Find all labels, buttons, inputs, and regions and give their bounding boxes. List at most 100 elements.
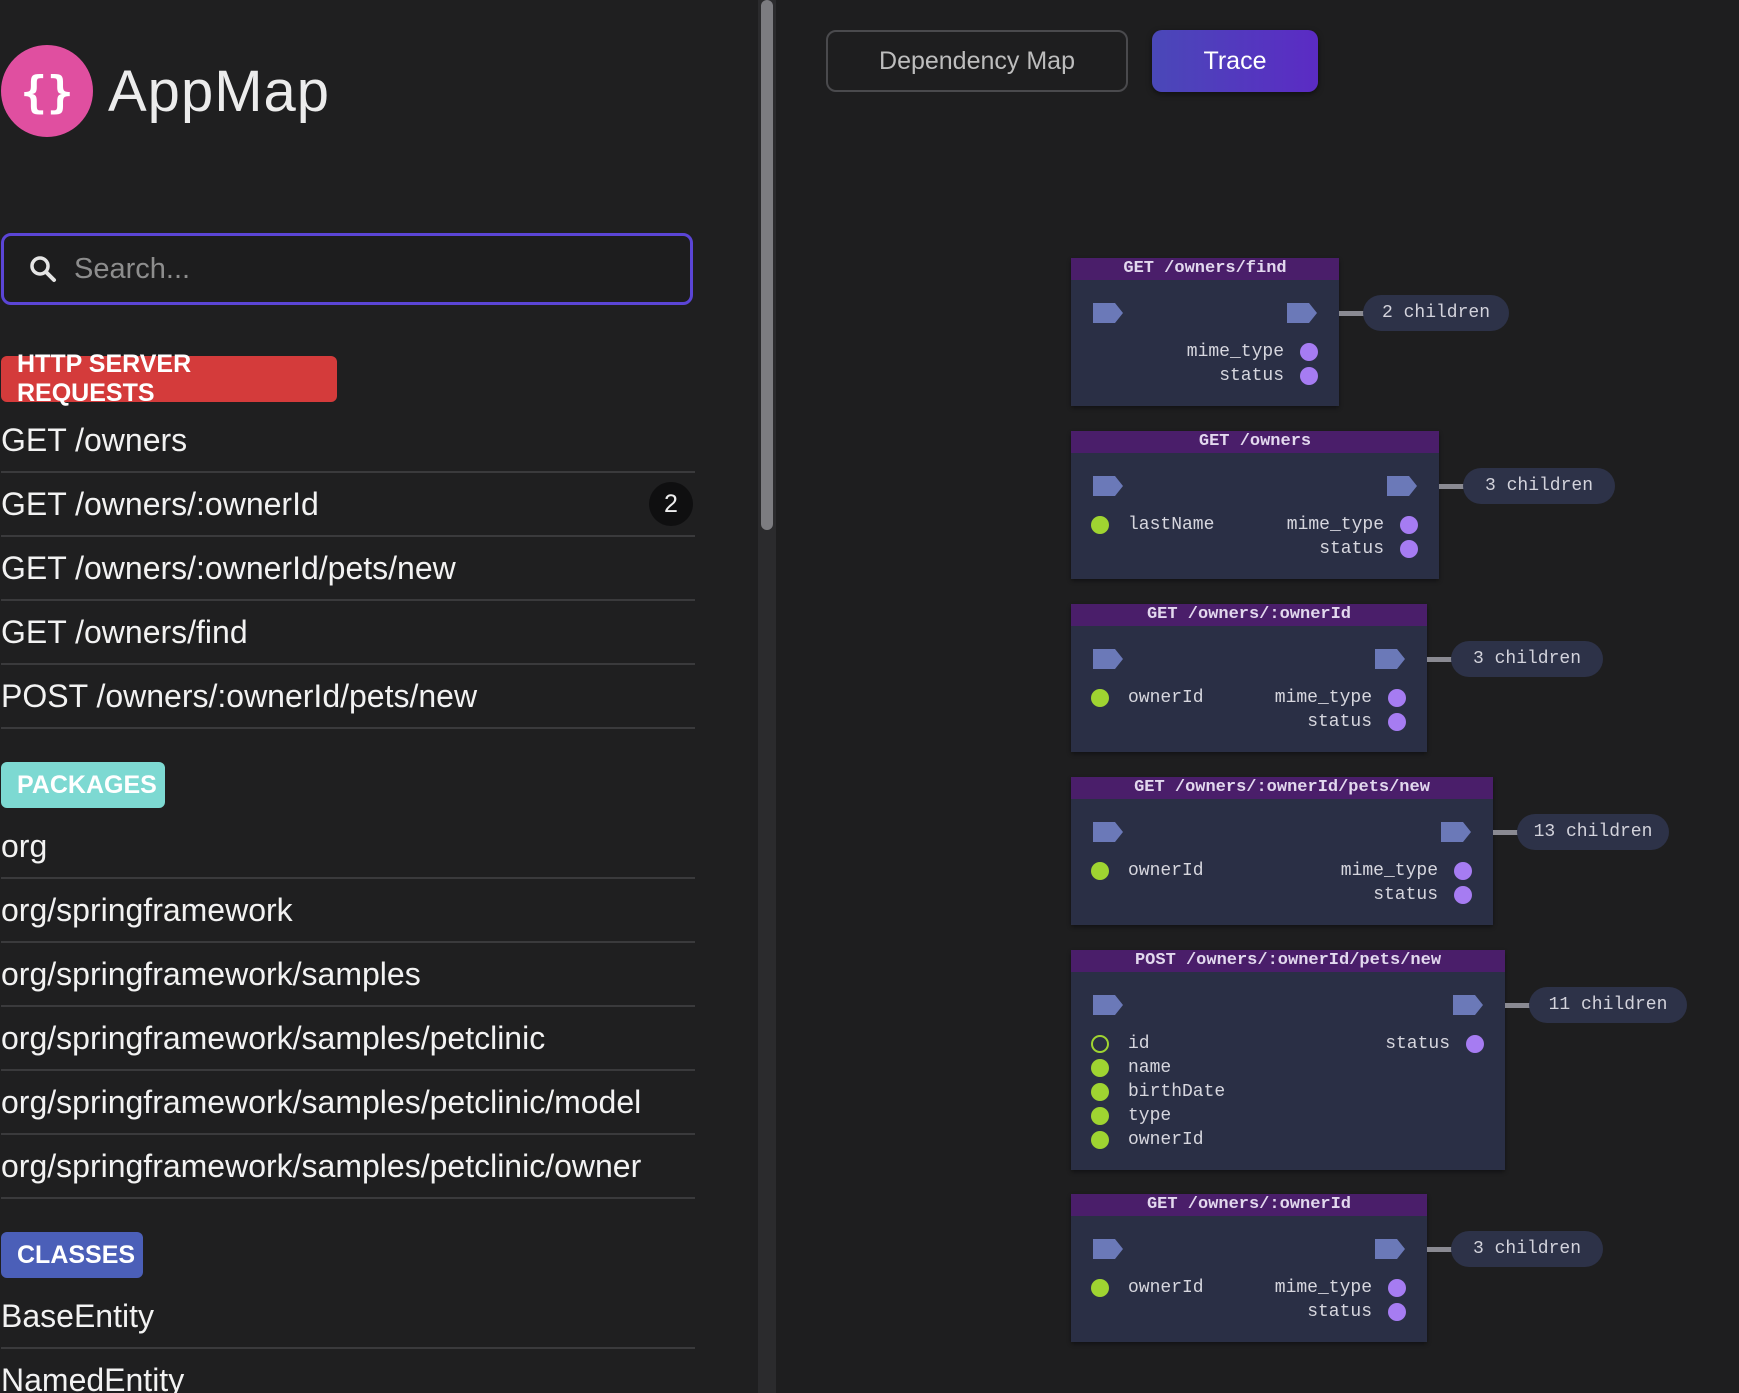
- output-param-dot-icon: [1388, 713, 1406, 731]
- search-input[interactable]: [72, 251, 676, 287]
- output-param-label: status: [1385, 1034, 1450, 1054]
- input-param-label: ownerId: [1128, 1130, 1204, 1150]
- output-param-dot-icon: [1388, 689, 1406, 707]
- trace-node-title: GET /owners/:ownerId: [1071, 1194, 1427, 1216]
- output-param-dot-icon: [1300, 367, 1318, 385]
- classes-item[interactable]: BaseEntity: [1, 1286, 695, 1349]
- output-param-label: mime_type: [1274, 1278, 1372, 1298]
- output-param-dot-icon: [1388, 1303, 1406, 1321]
- output-port-icon[interactable]: [1373, 1237, 1407, 1261]
- classes-section-header: CLASSES: [1, 1232, 143, 1278]
- output-param-dot-icon: [1300, 343, 1318, 361]
- children-count-pill[interactable]: 11 children: [1529, 987, 1687, 1023]
- children-count-pill[interactable]: 3 children: [1463, 468, 1615, 504]
- input-param-dot-icon: [1091, 1059, 1109, 1077]
- input-port-icon[interactable]: [1091, 474, 1125, 498]
- item-label: org/springframework/samples/petclinic/mo…: [1, 1084, 642, 1120]
- item-label: GET /owners: [1, 422, 188, 458]
- sidebar: {} AppMap HTTP SERVER REQUESTS GET /owner…: [0, 0, 758, 1393]
- child-connector: [1505, 1003, 1531, 1008]
- sidebar-scrollbar[interactable]: [758, 0, 776, 1393]
- item-label: GET /owners/:ownerId/pets/new: [1, 550, 456, 586]
- child-connector: [1427, 657, 1453, 662]
- input-port-icon[interactable]: [1091, 1237, 1125, 1261]
- output-param-dot-icon: [1466, 1035, 1484, 1053]
- output-param-label: status: [1319, 539, 1384, 559]
- http-requests-item[interactable]: GET /owners/find: [1, 602, 695, 665]
- children-count-pill[interactable]: 3 children: [1451, 641, 1603, 677]
- trace-node-title: GET /owners/find: [1071, 258, 1339, 280]
- input-param-label: ownerId: [1128, 688, 1204, 708]
- input-param-label: id: [1128, 1034, 1150, 1054]
- item-label: org/springframework/samples: [1, 956, 421, 992]
- input-param-label: type: [1128, 1106, 1172, 1126]
- input-port-icon[interactable]: [1091, 820, 1125, 844]
- packages-item[interactable]: org/springframework/samples/petclinic/mo…: [1, 1072, 695, 1135]
- trace-tab[interactable]: Trace: [1152, 30, 1318, 92]
- output-param-label: status: [1373, 885, 1438, 905]
- scrollbar-thumb[interactable]: [761, 0, 773, 530]
- item-label: POST /owners/:ownerId/pets/new: [1, 678, 478, 714]
- input-param-dot-icon: [1091, 689, 1109, 707]
- input-param-dot-icon: [1091, 1131, 1109, 1149]
- output-param-dot-icon: [1454, 886, 1472, 904]
- input-param-dot-icon: [1091, 1035, 1109, 1053]
- output-param-label: status: [1307, 712, 1372, 732]
- input-param-label: lastName: [1128, 515, 1215, 535]
- output-port-icon[interactable]: [1385, 474, 1419, 498]
- output-param-label: status: [1307, 1302, 1372, 1322]
- app-title: AppMap: [108, 59, 331, 124]
- child-connector: [1493, 830, 1519, 835]
- trace-node-title: GET /owners/:ownerId/pets/new: [1071, 777, 1493, 799]
- packages-item[interactable]: org/springframework: [1, 880, 695, 943]
- input-param-dot-icon: [1091, 516, 1109, 534]
- input-port-icon[interactable]: [1091, 647, 1125, 671]
- input-port-icon[interactable]: [1091, 993, 1125, 1017]
- children-count-pill[interactable]: 2 children: [1363, 295, 1509, 331]
- trace-node[interactable]: POST /owners/:ownerId/pets/new id name birt…: [1071, 950, 1505, 1170]
- trace-node-title: POST /owners/:ownerId/pets/new: [1071, 950, 1505, 972]
- search-icon: [30, 256, 56, 282]
- classes-item[interactable]: NamedEntity: [1, 1350, 695, 1393]
- search-box[interactable]: [1, 233, 693, 305]
- packages-section-header: PACKAGES: [1, 762, 165, 808]
- item-label: GET /owners/find: [1, 614, 248, 650]
- packages-item[interactable]: org/springframework/samples/petclinic/ow…: [1, 1136, 695, 1199]
- output-param-label: mime_type: [1186, 342, 1284, 362]
- item-label: NamedEntity: [1, 1362, 185, 1393]
- http-requests-item[interactable]: POST /owners/:ownerId/pets/new: [1, 666, 695, 729]
- http-requests-section-header: HTTP SERVER REQUESTS: [1, 350, 337, 407]
- child-connector: [1339, 311, 1365, 316]
- item-label: org/springframework/samples/petclinic/ow…: [1, 1148, 642, 1184]
- input-port-icon[interactable]: [1091, 301, 1125, 325]
- children-count-pill[interactable]: 13 children: [1517, 814, 1669, 850]
- http-requests-item[interactable]: GET /owners: [1, 410, 695, 473]
- output-port-icon[interactable]: [1451, 993, 1485, 1017]
- packages-item[interactable]: org: [1, 816, 695, 879]
- http-requests-item[interactable]: GET /owners/:ownerId/pets/new: [1, 538, 695, 601]
- packages-item[interactable]: org/springframework/samples/petclinic: [1, 1008, 695, 1071]
- input-param-label: birthDate: [1128, 1082, 1226, 1102]
- item-label: BaseEntity: [1, 1298, 154, 1334]
- input-param-label: name: [1128, 1058, 1172, 1078]
- output-port-icon[interactable]: [1285, 301, 1319, 325]
- child-connector: [1439, 484, 1465, 489]
- input-param-dot-icon: [1091, 862, 1109, 880]
- output-param-label: mime_type: [1274, 688, 1372, 708]
- output-port-icon[interactable]: [1439, 820, 1473, 844]
- dependency-map-tab[interactable]: Dependency Map: [826, 30, 1128, 92]
- item-label: org/springframework: [1, 892, 293, 928]
- output-port-icon[interactable]: [1373, 647, 1407, 671]
- input-param-dot-icon: [1091, 1083, 1109, 1101]
- input-param-dot-icon: [1091, 1279, 1109, 1297]
- appmap-logo-icon: {}: [1, 45, 93, 137]
- packages-item[interactable]: org/springframework/samples: [1, 944, 695, 1007]
- output-param-dot-icon: [1400, 516, 1418, 534]
- children-count-pill[interactable]: 3 children: [1451, 1231, 1603, 1267]
